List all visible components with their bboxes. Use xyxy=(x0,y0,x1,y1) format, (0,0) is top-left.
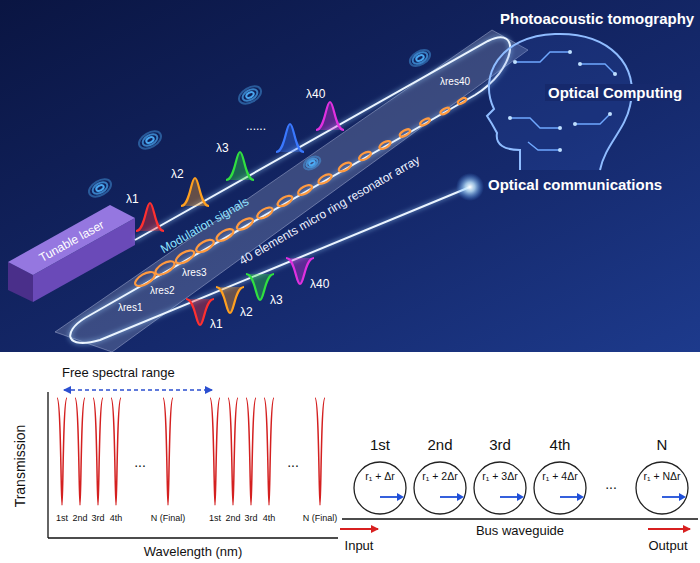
ellipsis: ... xyxy=(134,454,146,470)
ring-outline xyxy=(353,461,407,515)
radius-arrow xyxy=(380,496,398,498)
resonance-label: λres1 xyxy=(118,302,142,314)
bottom-panel xyxy=(0,352,700,563)
peak-label: 2nd xyxy=(225,513,240,523)
ring-outline xyxy=(635,461,689,515)
ring-outline xyxy=(533,461,587,515)
axis-title: Transmission xyxy=(12,425,28,508)
radius-arrow xyxy=(440,496,458,498)
axis-title: Wavelength (nm) xyxy=(144,545,243,560)
ellipsis: ... xyxy=(605,476,617,492)
radius-arrowhead xyxy=(397,493,404,501)
peak-label: 2nd xyxy=(72,513,87,523)
wavelength-label: λ3 xyxy=(216,142,229,156)
waveguide-label: Bus waveguide xyxy=(476,524,564,539)
ring-circle xyxy=(636,462,688,514)
wavelength-label: λ1 xyxy=(126,193,139,207)
chip-slab xyxy=(55,30,528,352)
wavelength-label: λ3 xyxy=(270,294,283,308)
ring-radius-label: r₁ + NΔr xyxy=(643,470,680,482)
wavelength-label: λ40 xyxy=(310,278,329,292)
ring-resonator: 4thr₁ + 4Δr xyxy=(533,461,587,515)
peak-label: 1st xyxy=(209,513,221,523)
port-label: Input xyxy=(345,539,374,554)
ring-radius-label: r₁ + Δr xyxy=(365,470,395,482)
ring-array xyxy=(133,97,467,289)
ring-resonator: Nr₁ + NΔr xyxy=(635,461,689,515)
wavelength-label: λ2 xyxy=(171,168,184,182)
resonance-label: λres40 xyxy=(440,76,470,88)
radius-arrowhead xyxy=(457,493,464,501)
ring-resonator: 3rdr₁ + 3Δr xyxy=(473,461,527,515)
application-label: Optical communications xyxy=(488,176,662,193)
wavelength-label: λ2 xyxy=(240,306,253,320)
application-label: Photoacoustic tomography xyxy=(500,10,694,27)
ring-circle xyxy=(354,462,406,514)
ring-outline xyxy=(413,461,467,515)
radius-arrowhead xyxy=(577,493,584,501)
range-annotation: Free spectral range xyxy=(62,366,175,381)
ring-heading: 1st xyxy=(370,436,390,453)
ring-resonator: 1str₁ + Δr xyxy=(353,461,407,515)
ellipsis: ... xyxy=(287,454,299,470)
peak-label: 3rd xyxy=(91,513,104,523)
radius-arrowhead xyxy=(517,493,524,501)
radius-arrowhead xyxy=(679,493,686,501)
ellipsis: ...... xyxy=(246,120,266,134)
peak-label: 4th xyxy=(110,513,123,523)
ring-radius-label: r₁ + 4Δr xyxy=(542,470,577,482)
ring-radius-label: r₁ + 2Δr xyxy=(422,470,457,482)
waveguide xyxy=(70,37,510,343)
application-label: Optical Computing xyxy=(545,84,685,101)
radius-arrow xyxy=(500,496,518,498)
ring-circle xyxy=(474,462,526,514)
radius-arrow xyxy=(662,496,680,498)
wavelength-label: λ1 xyxy=(210,318,223,332)
ring-heading: 4th xyxy=(550,436,571,453)
transmission-plot xyxy=(48,390,338,538)
peak-label: N (Final) xyxy=(303,513,338,523)
ring-outline xyxy=(473,461,527,515)
peak-label: 1st xyxy=(56,513,68,523)
ring-circle xyxy=(534,462,586,514)
output-glow xyxy=(456,173,484,201)
ring-resonator: 2ndr₁ + 2Δr xyxy=(413,461,467,515)
top-panel xyxy=(0,0,700,352)
tunable-laser xyxy=(8,205,135,302)
brain-head xyxy=(487,34,632,170)
resonance-label: λres3 xyxy=(182,267,206,279)
peak-label: N (Final) xyxy=(151,513,186,523)
ring-heading: N xyxy=(657,436,668,453)
resonance-label: λres2 xyxy=(150,285,174,297)
ring-radius-label: r₁ + 3Δr xyxy=(482,470,517,482)
ring-circle xyxy=(414,462,466,514)
wavelength-label: λ40 xyxy=(306,88,325,102)
radius-arrow xyxy=(560,496,578,498)
port-label: Output xyxy=(648,539,687,554)
ring-heading: 3rd xyxy=(489,436,511,453)
peak-label: 4th xyxy=(263,513,276,523)
peak-label: 3rd xyxy=(244,513,257,523)
ring-heading: 2nd xyxy=(427,436,452,453)
